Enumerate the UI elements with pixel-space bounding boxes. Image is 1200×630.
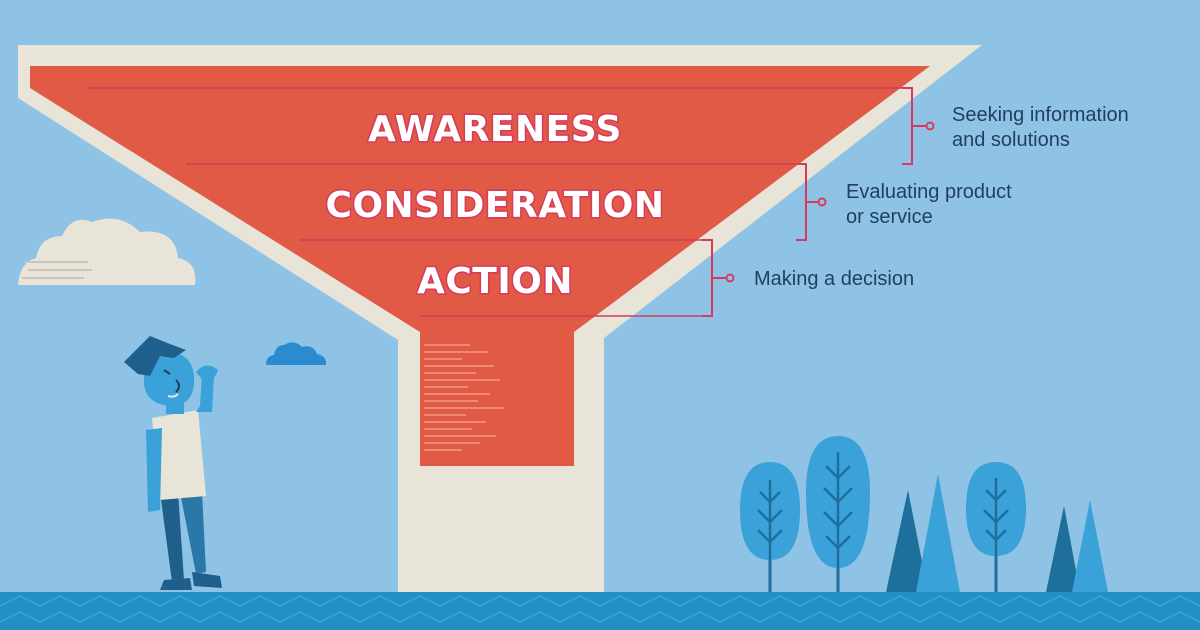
bracket-consideration bbox=[796, 163, 827, 241]
ground-strip bbox=[0, 592, 1200, 630]
stage-label-action: ACTION bbox=[417, 261, 573, 302]
funnel-body bbox=[30, 66, 930, 466]
stage-description-action-line1: Making a decision bbox=[754, 268, 914, 290]
stage-dividers bbox=[88, 87, 912, 317]
cloud-large-icon bbox=[18, 218, 196, 285]
bracket-awareness bbox=[902, 87, 935, 165]
cloud-small-icon bbox=[266, 342, 327, 365]
stage-description-consideration-line1: Evaluating product bbox=[846, 181, 1012, 203]
tree-round-1-icon bbox=[740, 462, 800, 592]
stage-description-awareness-line2: and solutions bbox=[952, 129, 1070, 151]
tree-round-2-icon bbox=[806, 436, 870, 592]
stage-label-consideration: CONSIDERATION bbox=[326, 185, 665, 226]
stage-description-awareness-line1: Seeking information bbox=[952, 104, 1129, 126]
stage-label-awareness: AWARENESS bbox=[368, 109, 622, 150]
bracket-action bbox=[702, 239, 735, 317]
tree-round-3-icon bbox=[966, 462, 1026, 592]
tree-pine-2-icon bbox=[1046, 500, 1108, 592]
stage-brackets bbox=[702, 87, 935, 317]
person-character-icon bbox=[124, 336, 222, 590]
tree-pine-1-icon bbox=[886, 474, 960, 592]
stage-description-consideration-line2: or service bbox=[846, 206, 933, 228]
funnel-stem-texture bbox=[424, 344, 504, 451]
